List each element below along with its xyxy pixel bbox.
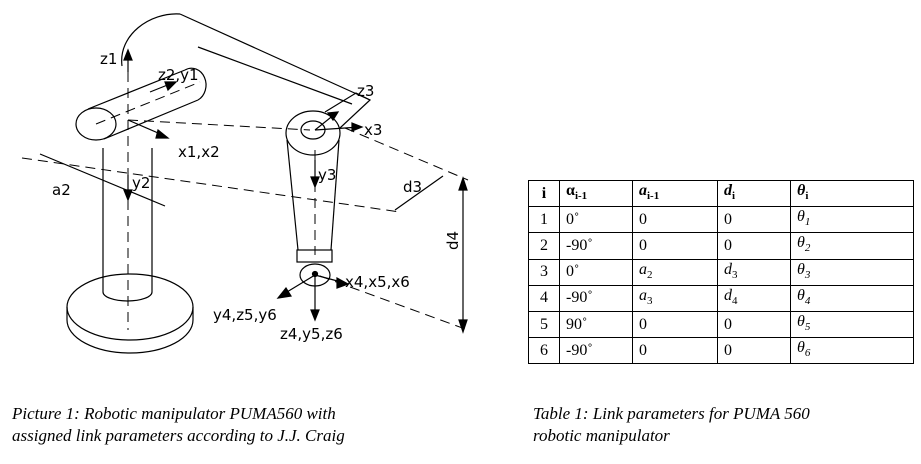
upper-arm-bottom <box>197 46 353 105</box>
cell-d: 0 <box>717 337 791 365</box>
upper-arm-top <box>179 13 371 101</box>
shoulder-back <box>184 67 207 101</box>
cell-theta: θ2 <box>790 232 914 260</box>
cell-a: 0 <box>632 337 718 365</box>
cell-i: 4 <box>528 284 560 312</box>
upper-arm-arc <box>121 13 181 67</box>
axis-x1 <box>127 119 311 131</box>
link-parameters-table: i αi-1 ai-1 di θi 1 0˚ 0 0 θ1 2 -90˚ 0 0… <box>528 179 914 365</box>
base-disc <box>66 273 194 341</box>
base-disc-side <box>66 307 194 354</box>
cell-theta: θ4 <box>790 284 914 312</box>
cell-a: a2 <box>632 258 718 286</box>
cell-alpha: -90˚ <box>559 232 633 260</box>
shoulder-bottom <box>103 99 199 140</box>
label-x1x2: x1,x2 <box>178 143 220 161</box>
table-row: 1 0˚ 0 0 θ1 <box>528 206 914 234</box>
label-a2: a2 <box>52 181 71 199</box>
cell-theta: θ3 <box>790 258 914 286</box>
cell-alpha: 0˚ <box>559 206 633 234</box>
label-z2y1: z2,y1 <box>158 66 199 84</box>
cell-a: a3 <box>632 284 718 312</box>
cell-d: d3 <box>717 258 791 286</box>
header-alpha: αi-1 <box>559 179 633 208</box>
cell-a: 0 <box>632 310 718 339</box>
label-y3: y3 <box>318 166 336 184</box>
cell-i: 6 <box>528 337 560 365</box>
cell-theta: θ6 <box>790 337 914 365</box>
header-d: di <box>717 179 791 208</box>
table-header-row: i αi-1 ai-1 di θi <box>528 179 914 208</box>
elbow-outer <box>285 110 341 156</box>
label-d4: d4 <box>444 231 462 250</box>
cell-d: d4 <box>717 284 791 312</box>
dim-bottom-extension <box>319 275 469 331</box>
cell-i: 5 <box>528 310 560 339</box>
cell-theta: θ1 <box>790 206 914 234</box>
elbow-plate <box>324 92 372 129</box>
header-i: i <box>528 179 560 208</box>
table-caption: Table 1: Link parameters for PUMA 560 ro… <box>533 403 810 447</box>
cell-d: 0 <box>717 232 791 260</box>
label-x4x5x6: x4,x5,x6 <box>345 273 410 291</box>
label-z1: z1 <box>100 50 117 68</box>
forearm-left <box>286 139 299 251</box>
cell-i: 2 <box>528 232 560 260</box>
table-row: 5 90˚ 0 0 θ5 <box>528 310 914 339</box>
table-row: 4 -90˚ a3 d4 θ4 <box>528 284 914 312</box>
table-caption-line1: Table 1: Link parameters for PUMA 560 <box>533 404 810 423</box>
cell-d: 0 <box>717 310 791 339</box>
cell-i: 1 <box>528 206 560 234</box>
label-y4z5y6: y4,z5,y6 <box>213 306 277 324</box>
label-d3: d3 <box>403 178 422 196</box>
picture-caption-line2: assigned link parameters according to J.… <box>12 426 345 445</box>
picture-caption-line1: Picture 1: Robotic manipulator PUMA560 w… <box>12 404 336 423</box>
table-row: 2 -90˚ 0 0 θ2 <box>528 232 914 260</box>
cell-alpha: 0˚ <box>559 258 633 286</box>
shoulder-end <box>75 107 117 141</box>
axis-z2 <box>95 81 201 125</box>
header-theta: θi <box>790 179 914 208</box>
dim-top-extension <box>344 127 469 181</box>
cell-a: 0 <box>632 206 718 234</box>
table-row: 3 0˚ a2 d3 θ3 <box>528 258 914 286</box>
cell-d: 0 <box>717 206 791 234</box>
forearm-right <box>330 139 340 251</box>
picture-caption: Picture 1: Robotic manipulator PUMA560 w… <box>12 403 345 447</box>
cell-alpha: -90˚ <box>559 337 633 365</box>
label-z3: z3 <box>357 82 374 100</box>
dim-a2-extension <box>21 157 401 213</box>
cell-i: 3 <box>528 258 560 286</box>
cell-a: 0 <box>632 232 718 260</box>
table-caption-line2: robotic manipulator <box>533 426 670 445</box>
label-z4y5z6: z4,y5,z6 <box>280 325 343 343</box>
table-row: 6 -90˚ 0 0 θ6 <box>528 337 914 365</box>
label-x3: x3 <box>364 121 382 139</box>
elbow-hole <box>300 120 326 140</box>
cell-alpha: -90˚ <box>559 284 633 312</box>
cell-alpha: 90˚ <box>559 310 633 339</box>
shoulder-top <box>87 69 186 110</box>
cell-theta: θ5 <box>790 310 914 339</box>
header-a: ai-1 <box>632 179 718 208</box>
label-y2: y2 <box>132 174 150 192</box>
